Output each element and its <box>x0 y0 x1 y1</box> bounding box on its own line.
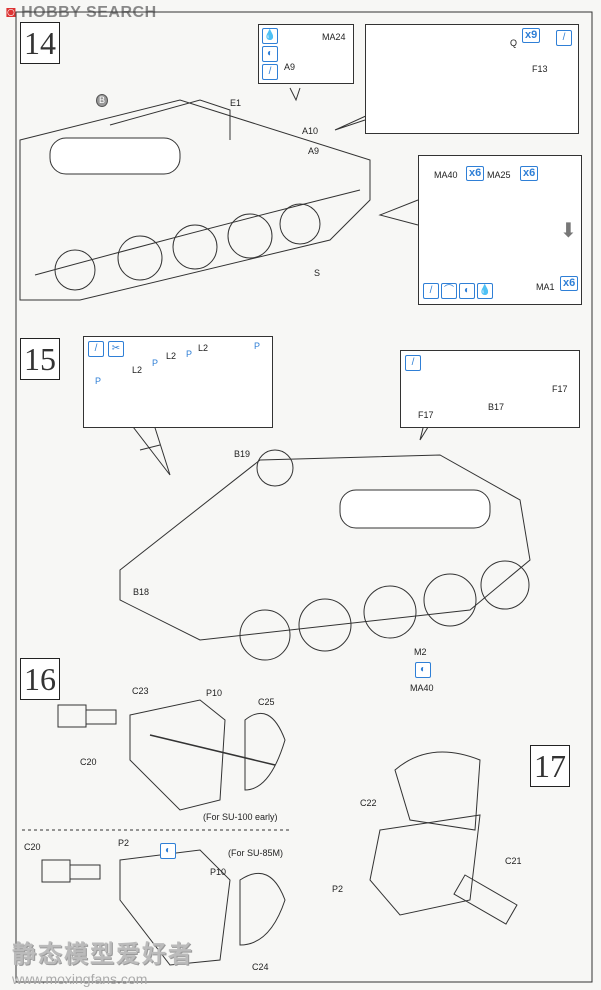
part-label: F17 <box>552 384 568 394</box>
part-label: C21 <box>505 856 522 866</box>
part-label: B17 <box>488 402 505 412</box>
part-label: F13 <box>532 64 548 74</box>
step14-road-wheels <box>54 203 321 291</box>
variant-note: (For SU-100 early) <box>203 812 278 822</box>
part-label: P2 <box>118 838 130 848</box>
part-label: B <box>96 94 108 107</box>
part-label: M2 <box>414 647 427 657</box>
watermark-url: www.moxingfans.com <box>12 971 148 987</box>
part-label: P10 <box>206 688 223 698</box>
arrow-down-icon: ⬇ <box>560 220 577 242</box>
paint-icon: / <box>556 30 572 46</box>
step-number-16: 16 <box>20 658 60 700</box>
glue-icon: 💧 <box>477 283 493 299</box>
part-label: E1 <box>230 98 242 108</box>
step15-road-wheels <box>239 560 530 661</box>
attach-icon: ◐ <box>415 662 431 678</box>
part-label: P <box>186 349 193 359</box>
variant-note: (For SU-85M) <box>228 848 284 858</box>
paint-icon: / <box>423 283 439 299</box>
part-label: L2 <box>166 351 177 361</box>
part-label: MA40 <box>410 683 434 693</box>
step15-tank-hull <box>119 449 531 641</box>
attach-icon: ◐ <box>160 843 176 859</box>
part-label: C23 <box>132 686 149 696</box>
paint-icon: / <box>262 64 278 80</box>
part-label: C20 <box>80 757 97 767</box>
step14-detail-inset-tools <box>418 155 582 305</box>
step14-callout-pointer-2 <box>378 199 419 226</box>
part-label: B19 <box>234 449 251 459</box>
part-label: S <box>314 268 321 278</box>
part-label: A10 <box>302 126 319 136</box>
step15-callout-pointer <box>119 409 171 476</box>
part-label: P <box>254 341 261 351</box>
part-label: C24 <box>252 962 269 972</box>
step16-mantlet-lower <box>41 849 286 966</box>
quantity-badge: x9 <box>522 28 541 43</box>
part-label: Q <box>510 38 518 48</box>
step15-b17-inset <box>400 350 580 428</box>
step15-callout-line <box>139 444 161 451</box>
quantity-badge: x6 <box>520 166 539 181</box>
paint-icon: / <box>405 355 421 371</box>
step-number-15: 15 <box>20 338 60 380</box>
step17-gun-assembly <box>369 751 518 925</box>
part-label: MA25 <box>487 170 511 180</box>
part-label: C20 <box>24 842 41 852</box>
part-label: L2 <box>132 365 143 375</box>
step-number-14: 14 <box>20 22 60 64</box>
bend-icon: ⌒ <box>441 283 457 299</box>
part-label: P <box>95 376 102 386</box>
part-label: P <box>152 358 159 368</box>
part-label: P10 <box>210 867 227 877</box>
glue-icon: 💧 <box>262 28 278 44</box>
part-label: C22 <box>360 798 377 808</box>
step14-detail-inset-q <box>365 24 579 134</box>
attach-icon: ◐ <box>262 46 278 62</box>
part-label: MA24 <box>322 32 346 42</box>
paint-icon: / <box>88 341 104 357</box>
step14-callout-pointer <box>334 114 369 131</box>
page-frame <box>15 11 593 983</box>
part-label: MA1 <box>536 282 555 292</box>
attach-icon: ◐ <box>459 283 475 299</box>
part-label: L2 <box>198 343 209 353</box>
part-label: A9 <box>308 146 320 156</box>
watermark-cn: 静态模型爱好者 <box>12 941 194 968</box>
step14-callout-pointer-3 <box>289 87 301 102</box>
part-label: P2 <box>332 884 344 894</box>
step-number-17: 17 <box>530 745 570 787</box>
quantity-badge: x6 <box>466 166 485 181</box>
cut-icon: ✂ <box>108 341 124 357</box>
part-label: F17 <box>418 410 434 420</box>
part-label: A9 <box>284 62 296 72</box>
step16-mantlet-upper <box>57 699 286 811</box>
part-label: B18 <box>133 587 150 597</box>
step14-tank-hull <box>19 99 371 301</box>
quantity-badge: x6 <box>560 276 579 291</box>
part-label: MA40 <box>434 170 458 180</box>
part-label: C25 <box>258 697 275 707</box>
